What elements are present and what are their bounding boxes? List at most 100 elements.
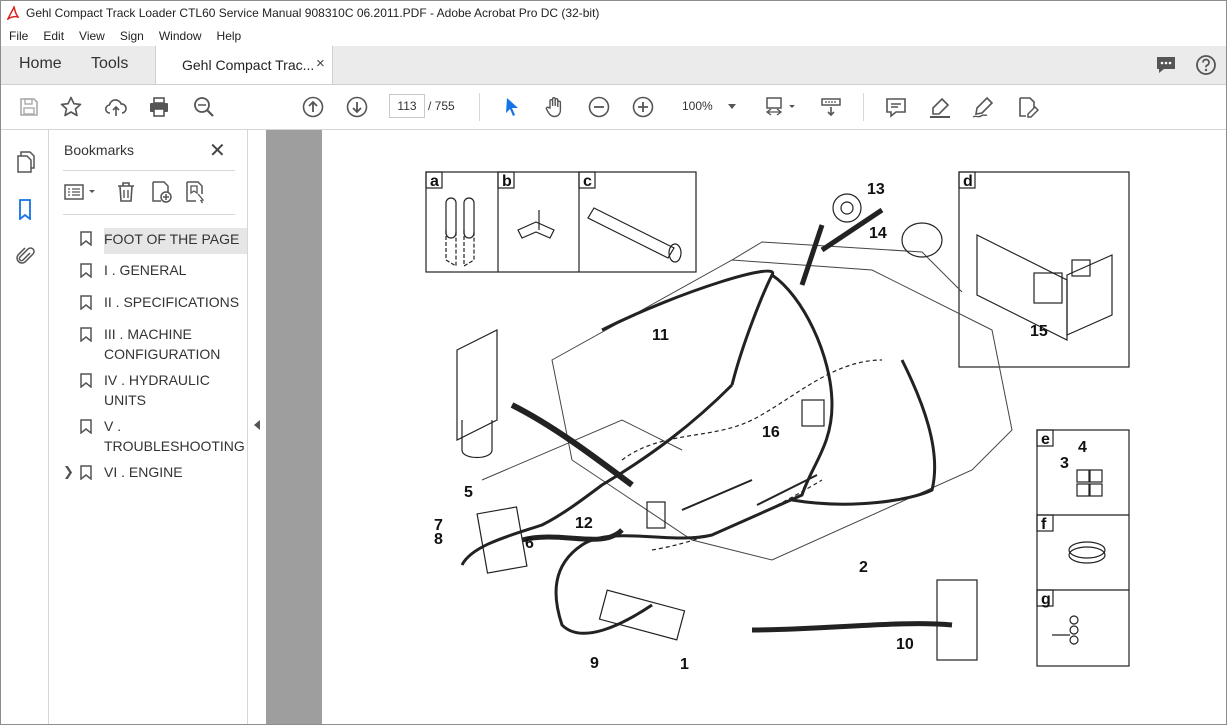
bookmark-icon <box>80 419 92 434</box>
save-icon[interactable] <box>17 95 41 119</box>
chevron-down-icon <box>728 104 736 109</box>
callout-c: c <box>583 173 592 190</box>
page-up-icon[interactable] <box>301 95 325 119</box>
comment-icon[interactable] <box>1155 54 1177 76</box>
fit-page-icon[interactable] <box>763 95 799 119</box>
comment-tool-icon[interactable] <box>884 95 908 119</box>
callout-2: 2 <box>859 559 868 576</box>
window-title: Gehl Compact Track Loader CTL60 Service … <box>26 6 600 20</box>
bookmark-item[interactable]: FOOT OF THE PAGE <box>77 228 249 254</box>
bookmark-label: VI . ENGINE <box>104 464 183 480</box>
bookmark-label: III . MACHINE CONFIGURATION <box>104 326 221 362</box>
callout-e: e <box>1041 431 1050 448</box>
menu-edit[interactable]: Edit <box>43 28 65 43</box>
tab-bar: Home Tools Gehl Compact Trac... × <box>1 46 1226 85</box>
callout-f: f <box>1041 516 1047 533</box>
menu-view[interactable]: View <box>79 28 105 43</box>
page-total: / 755 <box>428 99 455 113</box>
callout-16: 16 <box>762 424 780 441</box>
page-down-icon[interactable] <box>345 95 369 119</box>
panel-divider <box>63 214 235 215</box>
callout-3: 3 <box>1060 455 1069 472</box>
callout-g: g <box>1041 591 1051 608</box>
new-bookmark-icon[interactable] <box>149 180 173 204</box>
close-icon[interactable]: ✕ <box>209 140 226 162</box>
callout-10: 10 <box>896 636 914 653</box>
callout-14: 14 <box>869 225 887 242</box>
callout-6: 6 <box>525 535 534 552</box>
callout-1: 1 <box>680 656 689 673</box>
bookmark-label: II . SPECIFICATIONS <box>104 294 240 310</box>
menu-window[interactable]: Window <box>158 28 202 43</box>
bookmark-label: FOOT OF THE PAGE <box>104 228 249 254</box>
tab-close-button[interactable]: × <box>316 55 325 72</box>
tab-home[interactable]: Home <box>19 55 62 72</box>
highlight-icon[interactable] <box>928 95 952 119</box>
menu-file[interactable]: File <box>9 28 29 43</box>
callout-13: 13 <box>867 181 885 198</box>
callout-15: 15 <box>1030 323 1048 340</box>
bookmark-label: V . TROUBLESHOOTING <box>104 418 245 454</box>
pages-icon[interactable] <box>14 151 36 173</box>
callout-9: 9 <box>590 655 599 672</box>
zoom-search-icon[interactable] <box>192 95 216 119</box>
print-icon[interactable] <box>147 95 171 119</box>
bookmark-label: IV . HYDRAULIC UNITS <box>104 372 210 408</box>
bookmark-icon <box>80 327 92 342</box>
zoom-in-icon[interactable] <box>631 95 655 119</box>
page-number-input[interactable]: 113 <box>389 94 425 118</box>
bookmark-icon <box>80 231 92 246</box>
callout-d: d <box>963 173 973 190</box>
menu-bar: File Edit View Sign Window Help <box>1 25 1226 46</box>
zoom-select[interactable]: 100% <box>674 94 744 118</box>
tab-tools[interactable]: Tools <box>91 55 129 72</box>
find-bookmark-icon[interactable] <box>183 180 207 204</box>
acrobat-icon <box>7 6 19 20</box>
bookmark-icon <box>80 465 92 480</box>
options-icon[interactable] <box>63 180 101 204</box>
callout-a: a <box>430 173 439 190</box>
select-pointer-icon[interactable] <box>500 95 524 119</box>
panel-divider <box>63 170 235 171</box>
callout-12: 12 <box>575 515 593 532</box>
pdf-page: a b c d e f g 1 2 3 4 5 6 7 8 9 10 <box>322 130 1226 724</box>
collapse-arrow-icon[interactable] <box>254 420 260 430</box>
hand-icon[interactable] <box>543 95 567 119</box>
callout-4: 4 <box>1078 439 1087 456</box>
bookmark-label: I . GENERAL <box>104 262 187 278</box>
callout-5: 5 <box>464 484 473 501</box>
panel-splitter[interactable] <box>247 130 267 724</box>
callout-11: 11 <box>652 327 669 344</box>
bookmark-icon[interactable] <box>14 198 36 221</box>
menu-sign[interactable]: Sign <box>119 28 144 43</box>
callout-8: 8 <box>434 531 443 548</box>
toolbar: 113 / 755 100% <box>1 85 1226 130</box>
zoom-value: 100% <box>682 99 713 113</box>
bookmark-icon <box>80 295 92 310</box>
bookmark-icon <box>80 373 92 388</box>
bookmark-icon <box>80 263 92 278</box>
bookmarks-title: Bookmarks <box>64 142 135 158</box>
document-viewer[interactable]: a b c d e f g 1 2 3 4 5 6 7 8 9 10 <box>266 130 1226 724</box>
callout-b: b <box>502 173 512 190</box>
attachment-icon[interactable] <box>14 245 36 267</box>
toolbar-divider <box>479 93 480 121</box>
help-icon[interactable] <box>1195 54 1217 76</box>
chevron-right-icon[interactable]: ❯ <box>63 464 74 479</box>
upload-icon[interactable] <box>104 95 128 119</box>
tab-document-label: Gehl Compact Trac... <box>182 57 315 73</box>
sign-icon[interactable] <box>971 95 995 119</box>
wiring-diagram: a b c d e f g 1 2 3 4 5 6 7 8 9 10 <box>425 171 1130 673</box>
zoom-out-icon[interactable] <box>587 95 611 119</box>
toolbar-divider <box>863 93 864 121</box>
scroll-mode-icon[interactable] <box>819 95 843 119</box>
edit-pdf-icon[interactable] <box>1015 95 1040 119</box>
tab-document[interactable]: Gehl Compact Trac... × <box>155 46 333 84</box>
star-icon[interactable] <box>59 95 83 119</box>
callout-7: 7 <box>434 517 443 534</box>
navigation-rail <box>1 130 49 724</box>
menu-help[interactable]: Help <box>216 28 242 43</box>
title-bar: Gehl Compact Track Loader CTL60 Service … <box>1 1 1226 25</box>
delete-icon[interactable] <box>114 180 138 204</box>
